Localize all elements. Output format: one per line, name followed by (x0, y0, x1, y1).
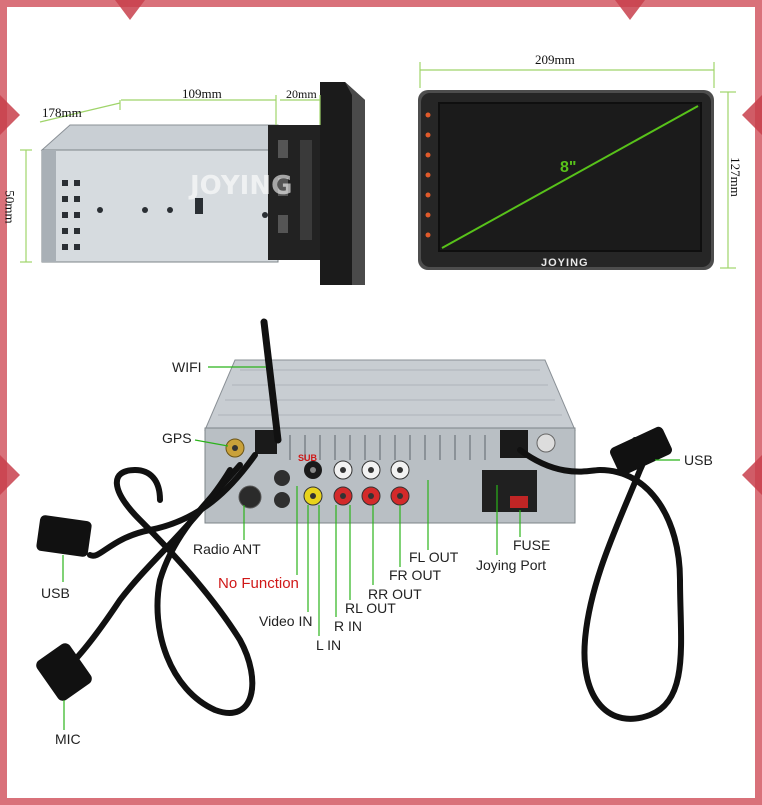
video-in-label: Video IN (259, 613, 313, 629)
r-in-label: R IN (334, 618, 362, 634)
body-length-dimension-label: 109mm (182, 86, 222, 101)
fl-out-label: FL OUT (409, 549, 459, 565)
joying-port-label: Joying Port (476, 557, 547, 573)
rear-view-unit (36, 318, 685, 730)
front-height-dimension-label: 127mm (727, 157, 743, 197)
front-view-unit (418, 62, 736, 270)
screen-size-label: 8" (560, 159, 577, 176)
rr-out-label: RR OUT (368, 586, 422, 602)
gps-label: GPS (162, 430, 192, 446)
radio-ant-label: Radio ANT (193, 541, 261, 557)
no-function-label: No Function (218, 575, 299, 592)
side-watermark-text: JOYING (190, 171, 293, 201)
width-dimension-label: 209mm (535, 52, 575, 67)
height-dimension-label: 50mm (2, 190, 18, 224)
front-brand-logo: JOYING (541, 257, 589, 269)
faceplate-offset-dimension-label: 20mm (286, 87, 317, 101)
l-in-label: L IN (316, 637, 342, 653)
usb-right-label: USB (684, 452, 713, 468)
rl-out-label: RL OUT (345, 600, 396, 616)
fr-out-label: FR OUT (389, 567, 442, 583)
wifi-label: WIFI (172, 359, 202, 375)
usb-left-label: USB (41, 585, 70, 601)
fuse-label: FUSE (513, 537, 551, 553)
depth-dimension-label: 178mm (42, 105, 82, 120)
sub-marker: SUB (298, 453, 318, 463)
mic-label: MIC (55, 731, 81, 747)
side-view-unit (20, 82, 365, 285)
